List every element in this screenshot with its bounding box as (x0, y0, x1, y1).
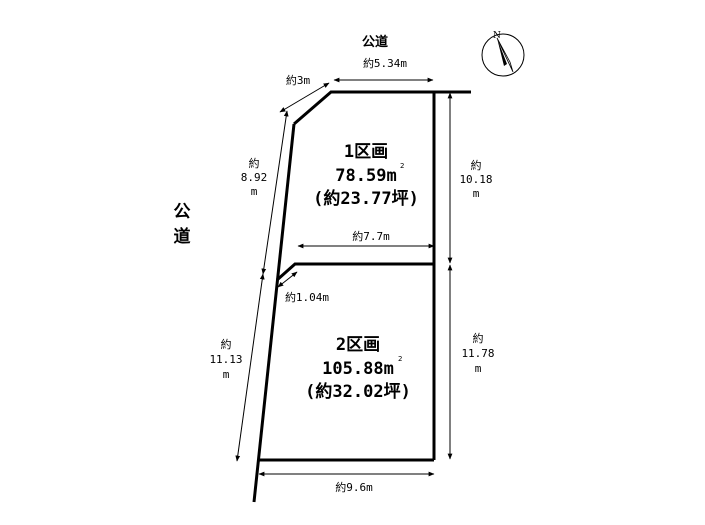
left-road-label-1: 公 (174, 202, 191, 222)
dim-right-lower-2: 11.78 (461, 347, 494, 360)
dim-right-upper-2: 10.18 (459, 173, 492, 186)
left-road-label-2: 道 (174, 226, 191, 247)
lot-1-area-sup: 2 (400, 162, 404, 170)
dimension-lines (235, 77, 453, 477)
dim-left-lower-1: 約 (221, 337, 232, 351)
dim-left-lower-3: m (223, 368, 230, 381)
dim-middle-width: 約7.7m (352, 229, 390, 243)
lot-2-area: 105.88m (322, 359, 394, 379)
dim-left-upper-3: m (251, 185, 258, 198)
lot-1-tsubo: (約23.77坪) (313, 188, 419, 209)
dim-corner-cut: 約3m (286, 73, 311, 87)
lot-1-area: 78.59m (335, 166, 396, 186)
dim-top-width: 約5.34m (363, 56, 407, 70)
dim-left-upper-1: 約 (249, 156, 260, 170)
dim-left-lower-2: 11.13 (209, 353, 242, 366)
compass-north-label: N (493, 31, 501, 41)
dim-right-upper-3: m (473, 187, 480, 200)
dim-right-upper-1: 約 (471, 158, 482, 172)
lot-1-name: 1区画 (344, 142, 388, 162)
compass-icon: N (481, 31, 525, 77)
lot-2-area-sup: 2 (398, 355, 402, 363)
dim-left-upper-2: 8.92 (241, 171, 268, 184)
dim-inner-cut: 約1.04m (285, 290, 329, 304)
dim-right-lower-1: 約 (473, 331, 484, 345)
dim-right-lower-3: m (475, 362, 482, 375)
dim-bottom-width: 約9.6m (335, 480, 373, 494)
lot-2-info: 2区画 105.88m 2 (約32.02坪) (305, 335, 411, 402)
lot-2-tsubo: (約32.02坪) (305, 381, 411, 402)
top-road-label: 公道 (362, 34, 388, 50)
lot-1-info: 1区画 78.59m 2 (約23.77坪) (313, 142, 419, 209)
lot-2-name: 2区画 (336, 335, 380, 355)
